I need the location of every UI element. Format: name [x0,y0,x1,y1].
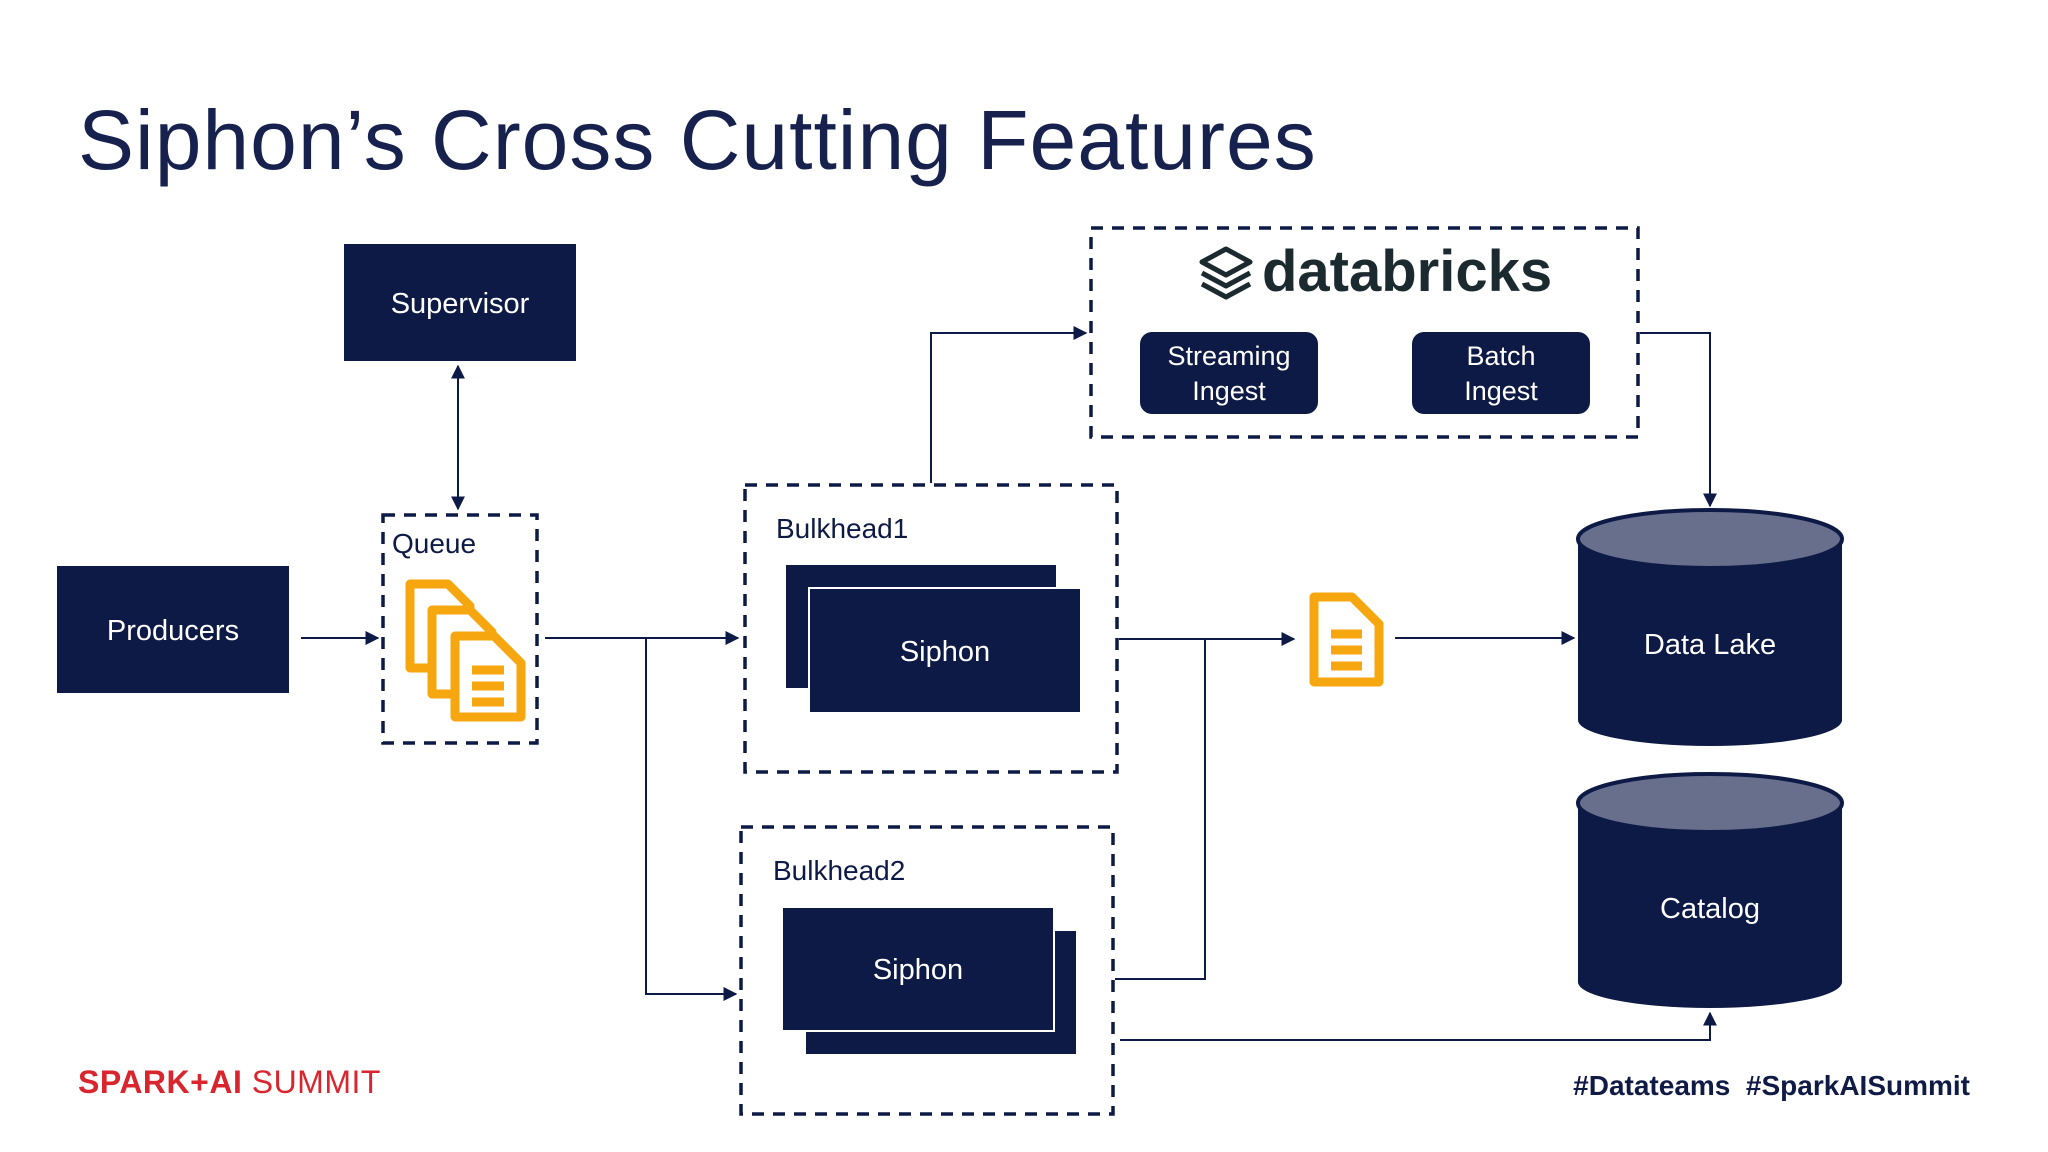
spark-ai-summit-logo: SPARK+AI SUMMIT [78,1064,381,1101]
bulkhead2-label: Bulkhead2 [773,855,905,886]
streaming-ingest-line1: Streaming [1167,341,1290,371]
siphon1-label: Siphon [900,636,990,668]
databricks-logo-icon [1199,246,1253,300]
document-icon [1309,592,1384,687]
supervisor-label: Supervisor [391,288,530,320]
bulkhead2-container: Bulkhead2 Siphon [739,825,1115,1116]
catalog-label: Catalog [1660,893,1760,925]
data-lake-label: Data Lake [1644,629,1776,661]
documents-stack-icon [405,579,526,722]
queue-label: Queue [392,528,476,559]
queue-container: Queue [381,513,539,745]
bulkhead1-container: Bulkhead1 Siphon [743,483,1119,774]
databricks-datalake-arrow [1640,332,1717,508]
bulkhead2-catalog-arrow [1120,1011,1717,1041]
catalog-cylinder: Catalog [1576,772,1844,1008]
batch-ingest-line1: Batch [1466,341,1535,371]
batch-ingest-line2: Ingest [1464,376,1538,406]
brand-spark: SPARK+AI [78,1064,243,1100]
brand-summit: SUMMIT [251,1064,381,1100]
siphon2-label: Siphon [873,954,963,986]
streaming-ingest-line2: Ingest [1192,376,1266,406]
bulkhead1-label: Bulkhead1 [776,513,908,544]
hashtags: #Datateams #SparkAISummit [1573,1070,1970,1101]
queue-bulkhead2-arrow [645,638,738,1001]
streaming-ingest-box: Streaming Ingest [1140,332,1318,414]
data-lake-cylinder: Data Lake [1576,508,1844,746]
databricks-logo-text: databricks [1262,239,1552,304]
batch-ingest-box: Batch Ingest [1412,332,1590,414]
bulkhead1-databricks-arrow [930,326,1088,483]
databricks-container: databricks Streaming Ingest Batch Ingest [1089,226,1640,439]
producers-box: Producers [57,566,289,693]
connectors [301,326,1717,1041]
bulkhead2-document-link [1115,639,1206,980]
producers-label: Producers [107,615,239,647]
supervisor-box: Supervisor [344,244,576,361]
page-title: Siphon’s Cross Cutting Features [78,93,1317,187]
